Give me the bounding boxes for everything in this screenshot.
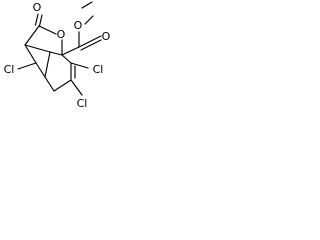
bond-bottom-to-alkene xyxy=(53,79,72,92)
bond-bridge-to-quaternary xyxy=(24,44,51,53)
bond-ester-carbonyl-2 xyxy=(80,39,102,51)
atom-ring-oxygen: O xyxy=(57,28,66,41)
bond-to-cl-lower-right xyxy=(70,79,83,96)
bond-to-cl-left xyxy=(17,62,37,70)
bond-c-carbonyl-to-bridge xyxy=(24,25,40,46)
bond-methyl-to-o xyxy=(81,1,93,9)
bond-lower-left-to-bottom xyxy=(44,76,55,92)
bond-to-cl-upper-right xyxy=(70,62,89,69)
bond-bridge-left-down xyxy=(24,44,37,64)
atom-methyl-ester-oxygen: O xyxy=(102,30,111,43)
bond-lines xyxy=(17,1,102,96)
bond-ester-o-to-methyl xyxy=(84,15,94,25)
atom-ester-oxygen: O xyxy=(74,19,83,32)
atom-chlorine-lower-right: Cl xyxy=(77,97,88,110)
atom-carbonyl-oxygen: O xyxy=(33,1,42,14)
atom-chlorine-upper-right: Cl xyxy=(93,63,104,76)
atom-labels: O O O O Cl Cl Cl xyxy=(4,1,111,110)
atom-chlorine-left: Cl xyxy=(4,63,15,76)
bond-ester-carbonyl-1 xyxy=(78,35,102,48)
bond-carbonyl-double-1 xyxy=(34,13,39,26)
bond-quaternary-inner xyxy=(49,51,63,56)
molecule-drawing: O O O O Cl Cl Cl xyxy=(4,1,111,110)
bond-c-carbonyl-to-ring-o xyxy=(38,25,57,35)
bond-ester-c-to-quaternary xyxy=(61,46,80,56)
bond-cl-carbon-to-lower xyxy=(35,62,46,78)
bond-carbonyl-double-2 xyxy=(38,14,43,27)
chemical-structure-diagram: O O O O Cl Cl Cl xyxy=(0,0,116,115)
bond-alkene-to-quaternary xyxy=(61,54,72,64)
bond-inner-bridge xyxy=(44,51,51,78)
